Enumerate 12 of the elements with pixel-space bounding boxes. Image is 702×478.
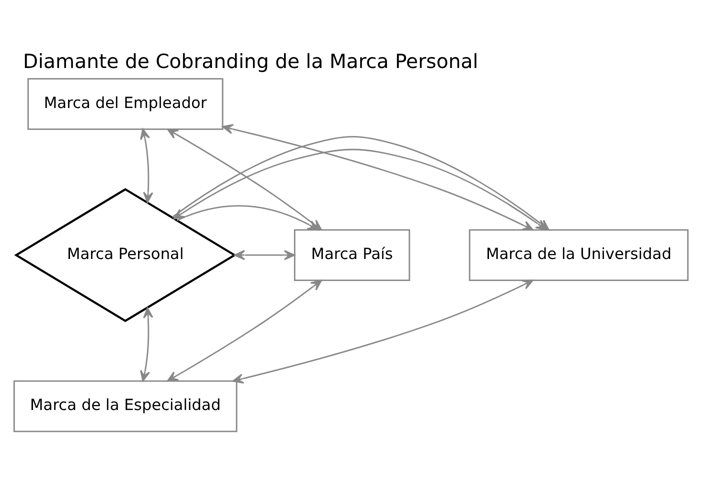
arrow [176,205,319,231]
node-diamond: Marca Personal [14,188,237,322]
arrow [232,280,534,384]
node-box: Marca País [294,229,410,281]
node-box: Marca de la Especialidad [13,380,238,432]
node-box: Marca de la Universidad [468,229,689,281]
diagram-title: Diamante de Cobranding de la Marca Personal [23,50,478,73]
arrow [234,250,295,260]
arrow [140,128,154,203]
arrow [140,307,154,382]
node-box: Marca del Empleador [27,78,224,130]
arrow [166,280,322,382]
